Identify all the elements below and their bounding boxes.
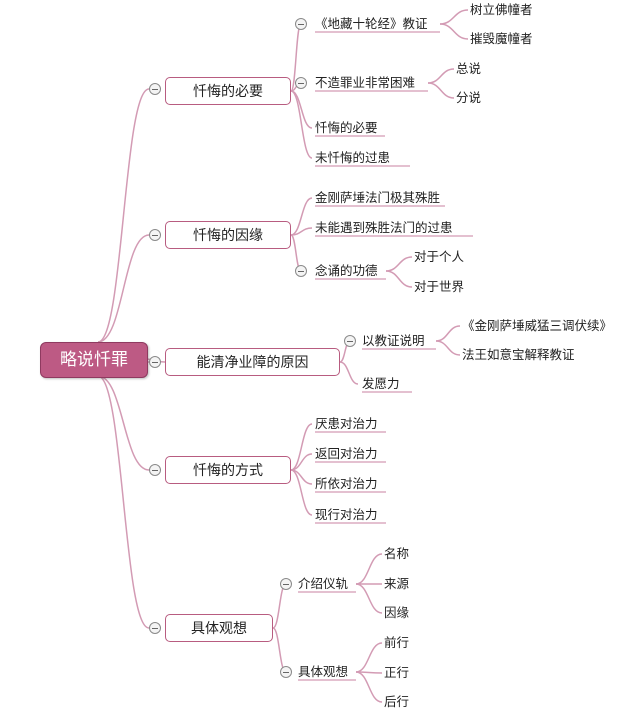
collapse-icon[interactable] [149, 356, 161, 368]
subtopic-label[interactable]: 分说 [456, 90, 482, 105]
topic-label[interactable]: 返回对治力 [315, 446, 378, 461]
branch-node[interactable]: 忏悔的方式 [165, 456, 291, 484]
topic-label[interactable]: 厌患对治力 [315, 416, 378, 431]
topic-label[interactable]: 不造罪业非常困难 [315, 75, 416, 90]
connector [435, 340, 461, 356]
topic-label[interactable]: 未忏悔的过患 [315, 150, 391, 165]
connector [355, 671, 383, 703]
topic-label[interactable]: 具体观想 [298, 664, 349, 679]
connector [355, 583, 383, 614]
connector [435, 325, 461, 342]
connector [427, 82, 455, 99]
topic-label[interactable]: 《地藏十轮经》教证 [315, 16, 428, 31]
topic-label[interactable]: 忏悔的必要 [315, 120, 378, 135]
subtopic-label[interactable]: 总说 [456, 61, 482, 76]
connector [355, 553, 383, 585]
connector [427, 68, 455, 84]
topic-label[interactable]: 所依对治力 [315, 476, 378, 491]
topic-label[interactable]: 现行对治力 [315, 507, 378, 522]
connector [290, 469, 313, 516]
root-branch-connector [97, 88, 150, 343]
connector [272, 583, 287, 629]
root-branch-connector [97, 375, 150, 471]
connector [439, 9, 469, 25]
connector [385, 256, 413, 272]
connector [290, 197, 313, 236]
subtopic-label[interactable]: 法王如意宝解释教证 [462, 347, 575, 362]
topic-label[interactable]: 发愿力 [362, 376, 400, 391]
collapse-icon[interactable] [280, 578, 292, 590]
subtopic-label[interactable]: 后行 [384, 694, 410, 709]
connector [339, 361, 359, 385]
collapse-icon[interactable] [149, 464, 161, 476]
collapse-icon[interactable] [295, 77, 307, 89]
topic-label[interactable]: 未能遇到殊胜法门的过患 [315, 220, 453, 235]
topic-label[interactable]: 以教证说明 [362, 333, 425, 348]
topic-label[interactable]: 念诵的功德 [315, 263, 378, 278]
connector [385, 270, 413, 288]
subtopic-label[interactable]: 来源 [384, 576, 410, 591]
connector [355, 642, 383, 673]
subtopic-label[interactable]: 对于世界 [414, 279, 465, 294]
collapse-icon[interactable] [295, 265, 307, 277]
connector [290, 423, 313, 471]
subtopic-label[interactable]: 对于个人 [414, 249, 465, 264]
branch-node[interactable]: 忏悔的因缘 [165, 221, 291, 249]
root-branch-connector [97, 234, 150, 343]
collapse-icon[interactable] [149, 83, 161, 95]
connector [290, 227, 313, 236]
branch-node[interactable]: 能清净业障的原因 [165, 348, 340, 376]
collapse-icon[interactable] [280, 666, 292, 678]
subtopic-label[interactable]: 摧毁魔幢者 [470, 31, 533, 46]
subtopic-label[interactable]: 正行 [384, 665, 410, 680]
root-node[interactable]: 略说忏罪 [40, 342, 148, 378]
branch-node[interactable]: 忏悔的必要 [165, 77, 291, 105]
connector [290, 90, 313, 159]
collapse-icon[interactable] [149, 622, 161, 634]
subtopic-label[interactable]: 因缘 [384, 605, 410, 620]
subtopic-label[interactable]: 前行 [384, 635, 410, 650]
collapse-icon[interactable] [295, 18, 307, 30]
subtopic-label[interactable]: 名称 [384, 546, 410, 561]
topic-label[interactable]: 介绍仪轨 [298, 576, 349, 591]
collapse-icon[interactable] [344, 335, 356, 347]
subtopic-label[interactable]: 《金刚萨埵威猛三调伏续》 [462, 318, 613, 333]
root-branch-connector [97, 375, 150, 629]
subtopic-label[interactable]: 树立佛幢者 [470, 2, 533, 17]
topic-label[interactable]: 金刚萨埵法门极其殊胜 [315, 190, 441, 205]
branch-node[interactable]: 具体观想 [165, 614, 273, 642]
collapse-icon[interactable] [149, 229, 161, 241]
connector [439, 23, 469, 40]
